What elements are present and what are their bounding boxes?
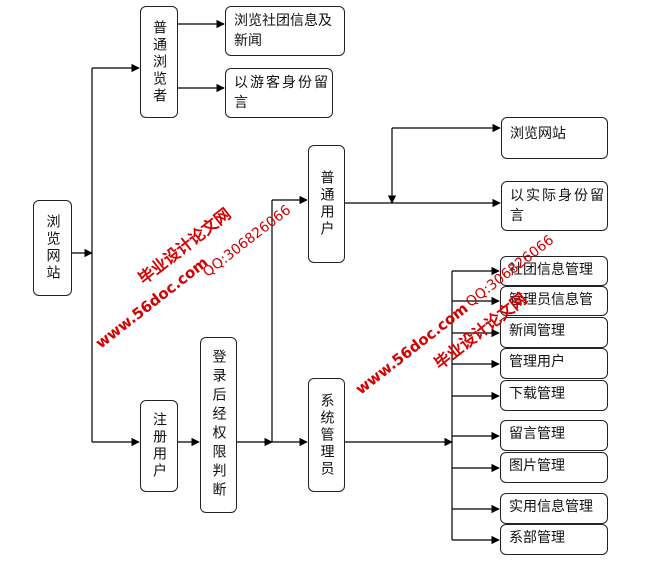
admin-item: 留言管理 [500, 420, 608, 451]
node-browse-club-news: 浏览社团信息及新闻 [225, 6, 345, 56]
admin-item: 管理用户 [500, 348, 608, 379]
node-sys-admin: 系统管理员 [308, 378, 345, 492]
admin-item: 实用信息管理 [500, 493, 608, 524]
admin-item: 社团信息管理 [500, 256, 608, 286]
admin-item: 系部管理 [500, 524, 608, 555]
node-login-auth: 登录后经权限判断 [200, 337, 237, 513]
admin-item: 管理员信息管 [500, 286, 608, 316]
node-guest-message: 以游客身份留言 [225, 68, 333, 118]
node-browse-site: 浏览网站 [33, 200, 72, 296]
admin-item: 新闻管理 [500, 317, 608, 348]
node-registered-user: 注册用户 [140, 400, 178, 492]
node-real-identity-message: 以实际身份留言 [501, 181, 608, 231]
admin-item: 下载管理 [500, 380, 608, 411]
node-normal-user: 普通用户 [308, 145, 345, 263]
node-user-browse-site: 浏览网站 [501, 117, 608, 159]
node-general-browser: 普通浏览者 [140, 6, 178, 118]
admin-item: 图片管理 [500, 452, 608, 483]
